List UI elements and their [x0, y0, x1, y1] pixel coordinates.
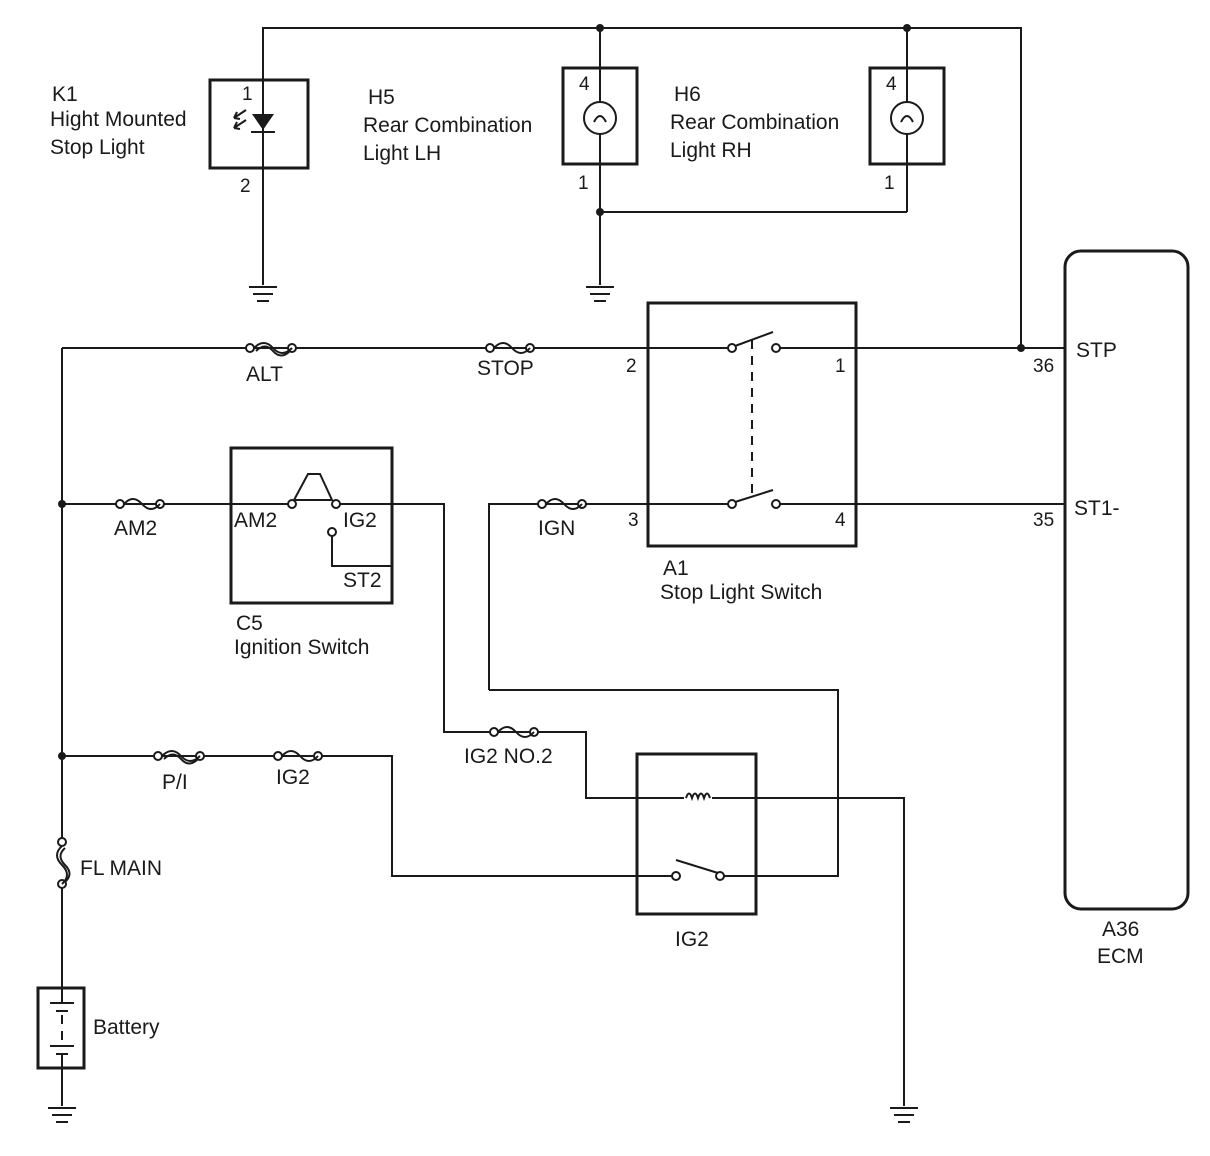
a1-pin-4: 4 — [835, 510, 846, 531]
fuse-ig2-no2-label: IG2 NO.2 — [464, 745, 553, 768]
fuse-am2-label: AM2 — [114, 517, 157, 540]
fuse-fl-main: FL MAIN — [56, 837, 162, 889]
c5-ref: C5 — [236, 612, 263, 635]
h6-name-line1: Rear Combination — [670, 111, 839, 134]
h5-pin-1: 1 — [578, 173, 589, 194]
fuse-pi: P/I — [153, 750, 205, 794]
k1-high-mounted-stop-light: 1 2 K1 Hight Mounted Stop Light — [50, 78, 310, 197]
h5-rear-combination-light-lh: 4 1 H5 Rear Combination Light LH — [363, 66, 639, 194]
fuse-fl-main-label: FL MAIN — [80, 857, 162, 880]
fuses: ALT STOP AM2 IGN P/I — [56, 342, 587, 889]
k1-pin-1: 1 — [242, 84, 253, 105]
fuse-ig2-label: IG2 — [276, 766, 310, 789]
ground-symbols — [48, 286, 918, 1123]
ig2-relay: IG2 — [635, 752, 758, 951]
a1-pin-2: 2 — [626, 356, 637, 377]
a1-name: Stop Light Switch — [660, 581, 822, 604]
battery-label: Battery — [93, 1016, 160, 1039]
fuse-stop-label: STOP — [477, 357, 534, 380]
fuse-alt: ALT — [245, 342, 297, 386]
bulb-icon — [890, 68, 924, 164]
a1-pin-3: 3 — [628, 510, 639, 531]
h5-pin-4: 4 — [579, 74, 590, 95]
switch-contact-upper — [727, 331, 781, 353]
c5-name: Ignition Switch — [234, 636, 369, 659]
ecm-name: ECM — [1097, 945, 1144, 968]
relay-coil-icon — [684, 790, 712, 804]
h6-pin-1: 1 — [884, 173, 895, 194]
ecm-pin-35: 35 — [1033, 510, 1054, 531]
ig2-relay-name: IG2 — [675, 928, 709, 951]
ecm-term-st1: ST1- — [1074, 497, 1120, 520]
ecm-term-stp: STP — [1076, 339, 1117, 362]
fuse-stop: STOP — [477, 342, 535, 380]
fuse-ign-label: IGN — [538, 517, 575, 540]
a1-stop-light-switch: 2 1 3 4 A1 Stop Light Switch — [626, 301, 858, 604]
h6-name-line2: Light RH — [670, 139, 752, 162]
switch-contact-lower — [727, 489, 781, 509]
h6-ref: H6 — [674, 83, 701, 106]
led-icon — [233, 109, 275, 133]
h6-pin-4: 4 — [886, 74, 897, 95]
h5-ref: H5 — [368, 86, 395, 109]
ecm-pin-36: 36 — [1033, 356, 1054, 377]
battery: Battery — [36, 986, 160, 1070]
c5-term-ig2: IG2 — [343, 509, 377, 532]
ignition-switch-contact — [287, 473, 341, 537]
battery-cell-icon — [50, 988, 74, 1068]
relay-switch-contact — [671, 859, 725, 881]
c5-term-am2: AM2 — [234, 509, 277, 532]
k1-name-line2: Stop Light — [50, 136, 145, 159]
h5-name-line2: Light LH — [363, 142, 441, 165]
c5-term-st2: ST2 — [343, 569, 382, 592]
fuse-am2: AM2 — [114, 498, 165, 540]
junction-dots — [58, 24, 1025, 760]
k1-pin-2: 2 — [240, 176, 251, 197]
bulb-icon — [583, 68, 617, 164]
h5-name-line1: Rear Combination — [363, 114, 532, 137]
k1-ref: K1 — [52, 83, 78, 106]
ecm-ref: A36 — [1102, 918, 1139, 941]
fuse-ign: IGN — [537, 498, 587, 540]
k1-name-line1: Hight Mounted — [50, 108, 187, 131]
fuse-alt-label: ALT — [246, 363, 283, 386]
a36-ecm: STP 36 ST1- 35 A36 ECM — [1033, 249, 1190, 968]
fuse-ig2-no2: IG2 NO.2 — [464, 726, 553, 768]
a1-ref: A1 — [663, 557, 689, 580]
wires — [61, 27, 1065, 1106]
fuse-pi-label: P/I — [162, 771, 188, 794]
a1-pin-1: 1 — [835, 356, 846, 377]
fuse-ig2: IG2 — [273, 750, 323, 789]
h6-rear-combination-light-rh: 4 1 H6 Rear Combination Light RH — [670, 66, 946, 194]
c5-ignition-switch: AM2 IG2 ST2 C5 Ignition Switch — [229, 446, 394, 659]
